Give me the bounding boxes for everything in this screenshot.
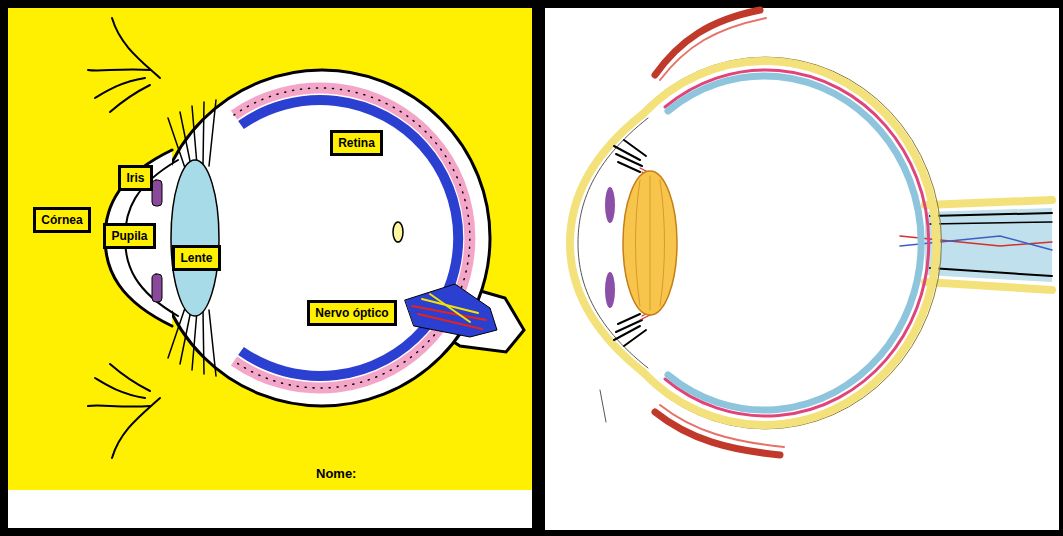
ciliary-line bbox=[624, 330, 646, 346]
upper-eyelid bbox=[88, 18, 160, 112]
part-name: Retina bbox=[338, 136, 375, 150]
fibre-line bbox=[203, 311, 204, 374]
white-panel bbox=[545, 8, 1059, 530]
label-box: Nervo óptico bbox=[307, 300, 397, 326]
ciliary-line bbox=[616, 154, 642, 166]
iris-shape bbox=[152, 274, 162, 302]
nerve-sheath bbox=[925, 200, 1052, 205]
part-name: Lente bbox=[180, 251, 212, 265]
choroid-dots bbox=[234, 88, 470, 388]
part-name: Córnea bbox=[41, 213, 82, 227]
lens-line bbox=[650, 176, 651, 310]
eyelash-line bbox=[88, 405, 150, 406]
label-box: Retina bbox=[330, 130, 383, 156]
nerve-stripe bbox=[930, 213, 1052, 216]
label-box: Iris bbox=[118, 165, 153, 191]
choroid-band bbox=[234, 88, 470, 388]
ciliary-line bbox=[624, 140, 646, 156]
iris-shape bbox=[605, 187, 615, 223]
lens-line bbox=[660, 180, 665, 306]
left-eye bbox=[88, 18, 524, 458]
lens-shape bbox=[623, 171, 677, 315]
lid-line bbox=[600, 390, 606, 422]
ciliary-line bbox=[616, 320, 642, 332]
eyelash-line bbox=[95, 78, 145, 98]
retina-band bbox=[668, 76, 921, 410]
white-strip bbox=[8, 490, 532, 528]
lens-shape bbox=[171, 160, 219, 316]
label-box: Lente bbox=[172, 245, 221, 271]
eyelash-line bbox=[95, 378, 145, 398]
fibre-line bbox=[209, 310, 216, 376]
fibre-line bbox=[203, 102, 204, 165]
eyelash-line bbox=[110, 364, 150, 391]
cornea-outline bbox=[105, 150, 172, 326]
sclera-outline bbox=[154, 70, 490, 406]
iris-shape bbox=[605, 272, 615, 308]
eyelash-line bbox=[88, 69, 150, 70]
fibre-line bbox=[209, 100, 216, 166]
part-name: Iris bbox=[126, 171, 144, 185]
fibre-line bbox=[180, 310, 191, 364]
iris-shape bbox=[152, 180, 162, 206]
eyelash-line bbox=[110, 85, 150, 112]
nerve-vessel bbox=[418, 314, 482, 329]
nerve-stripe bbox=[930, 222, 1052, 224]
nerve-sheath bbox=[925, 282, 1052, 290]
right-eye bbox=[570, 10, 1052, 455]
retina-band bbox=[241, 100, 458, 376]
sclera-band bbox=[643, 61, 936, 425]
fibre-line bbox=[192, 106, 197, 165]
fibre-line bbox=[192, 311, 197, 370]
label-box: Pupila bbox=[103, 223, 156, 249]
choroid-band bbox=[665, 70, 929, 416]
sclera-outline bbox=[641, 57, 941, 429]
nerve-stripe bbox=[930, 268, 1052, 276]
ciliary-line bbox=[618, 162, 640, 172]
label-box: Córnea bbox=[33, 207, 91, 233]
nerve-fiber bbox=[422, 299, 478, 313]
fibre-line bbox=[180, 112, 191, 166]
part-name: Nervo óptico bbox=[315, 306, 388, 320]
blind-spot-mark bbox=[393, 222, 403, 242]
optic-nerve bbox=[405, 284, 497, 337]
ciliary-line bbox=[618, 314, 640, 324]
lens-line bbox=[636, 180, 641, 306]
name-field-label: Nome: bbox=[316, 466, 356, 481]
lower-eyelid bbox=[88, 364, 160, 458]
yellow-panel bbox=[8, 8, 532, 490]
part-name: Pupila bbox=[111, 229, 147, 243]
nerve-fiber bbox=[430, 294, 470, 322]
